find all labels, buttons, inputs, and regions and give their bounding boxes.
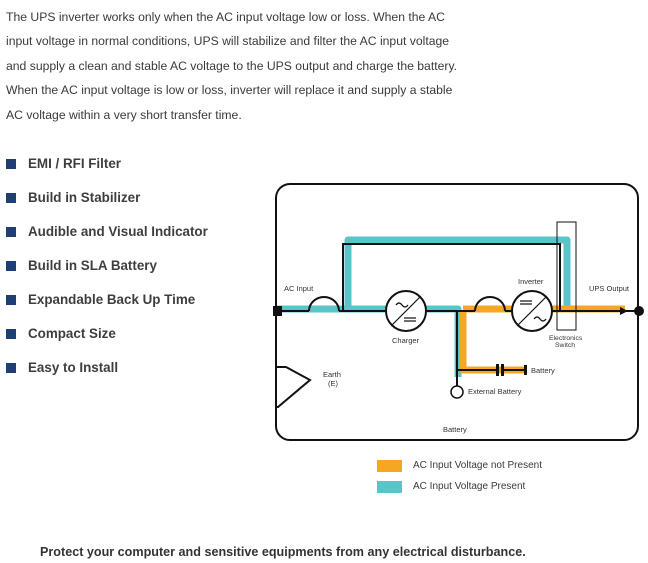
feature-label: Build in Stabilizer: [28, 190, 141, 205]
feature-label: Build in SLA Battery: [28, 258, 157, 273]
ac-input-terminal: [273, 306, 282, 316]
feature-item: Build in SLA Battery: [6, 254, 208, 288]
bullet-icon: [6, 159, 16, 169]
feature-item: Expandable Back Up Time: [6, 288, 208, 322]
earth-symbol: [277, 366, 312, 408]
battery-terminals: [496, 364, 527, 376]
label-ups-output: UPS Output: [589, 284, 630, 293]
intro-paragraph: The UPS inverter works only when the AC …: [6, 5, 476, 127]
intro-line: When the AC input voltage is low or loss…: [6, 83, 453, 98]
feature-label: Expandable Back Up Time: [28, 292, 196, 307]
label-battery: Battery: [531, 366, 555, 375]
feature-item: EMI / RFI Filter: [6, 152, 208, 186]
feature-label: Compact Size: [28, 326, 116, 341]
feature-label: Easy to Install: [28, 360, 119, 375]
intro-line: input voltage in normal conditions, UPS …: [6, 34, 450, 49]
label-earth: (E): [328, 379, 339, 388]
label-ac-input: AC Input: [284, 284, 314, 293]
external-battery-connector: [450, 385, 464, 399]
bullet-icon: [6, 295, 16, 305]
legend-swatch-orange: [377, 460, 402, 472]
intro-line: AC voltage within a very short transfer …: [6, 107, 242, 122]
feature-item: Easy to Install: [6, 356, 208, 390]
footer-tagline: Protect your computer and sensitive equi…: [40, 545, 526, 559]
electronics-switch-box: [556, 221, 577, 331]
bullet-icon: [6, 363, 16, 373]
legend-label: AC Input Voltage not Present: [413, 460, 542, 471]
output-arrow-icon: [620, 307, 628, 315]
feature-list: EMI / RFI Filter Build in Stabilizer Aud…: [6, 152, 208, 390]
label-external-battery: External Battery: [468, 387, 522, 396]
ups-output-terminal: [634, 306, 644, 316]
feature-label: Audible and Visual Indicator: [28, 224, 208, 239]
intro-line: The UPS inverter works only when the AC …: [6, 10, 445, 24]
ups-circuit-diagram: AC Input Charger Inverter UPS Output Ele…: [273, 183, 644, 441]
feature-item: Build in Stabilizer: [6, 186, 208, 220]
label-inverter: Inverter: [518, 277, 544, 286]
feature-item: Compact Size: [6, 322, 208, 356]
label-earth: Earth: [323, 370, 341, 379]
bullet-icon: [6, 329, 16, 339]
feature-item: Audible and Visual Indicator: [6, 220, 208, 254]
feature-label: EMI / RFI Filter: [28, 156, 121, 171]
label-electronics-switch: Electronics: [549, 335, 583, 342]
legend-label: AC Input Voltage Present: [413, 481, 526, 492]
bullet-icon: [6, 227, 16, 237]
charger-symbol: [385, 290, 427, 332]
label-charger: Charger: [392, 336, 420, 345]
legend-swatch-teal: [377, 481, 402, 493]
intro-line: and supply a clean and stable AC voltage…: [6, 58, 458, 73]
bullet-icon: [6, 193, 16, 203]
label-electronics-switch: Switch: [555, 342, 575, 349]
label-battery-bottom: Battery: [443, 425, 467, 434]
inverter-symbol: [511, 290, 553, 332]
bullet-icon: [6, 261, 16, 271]
